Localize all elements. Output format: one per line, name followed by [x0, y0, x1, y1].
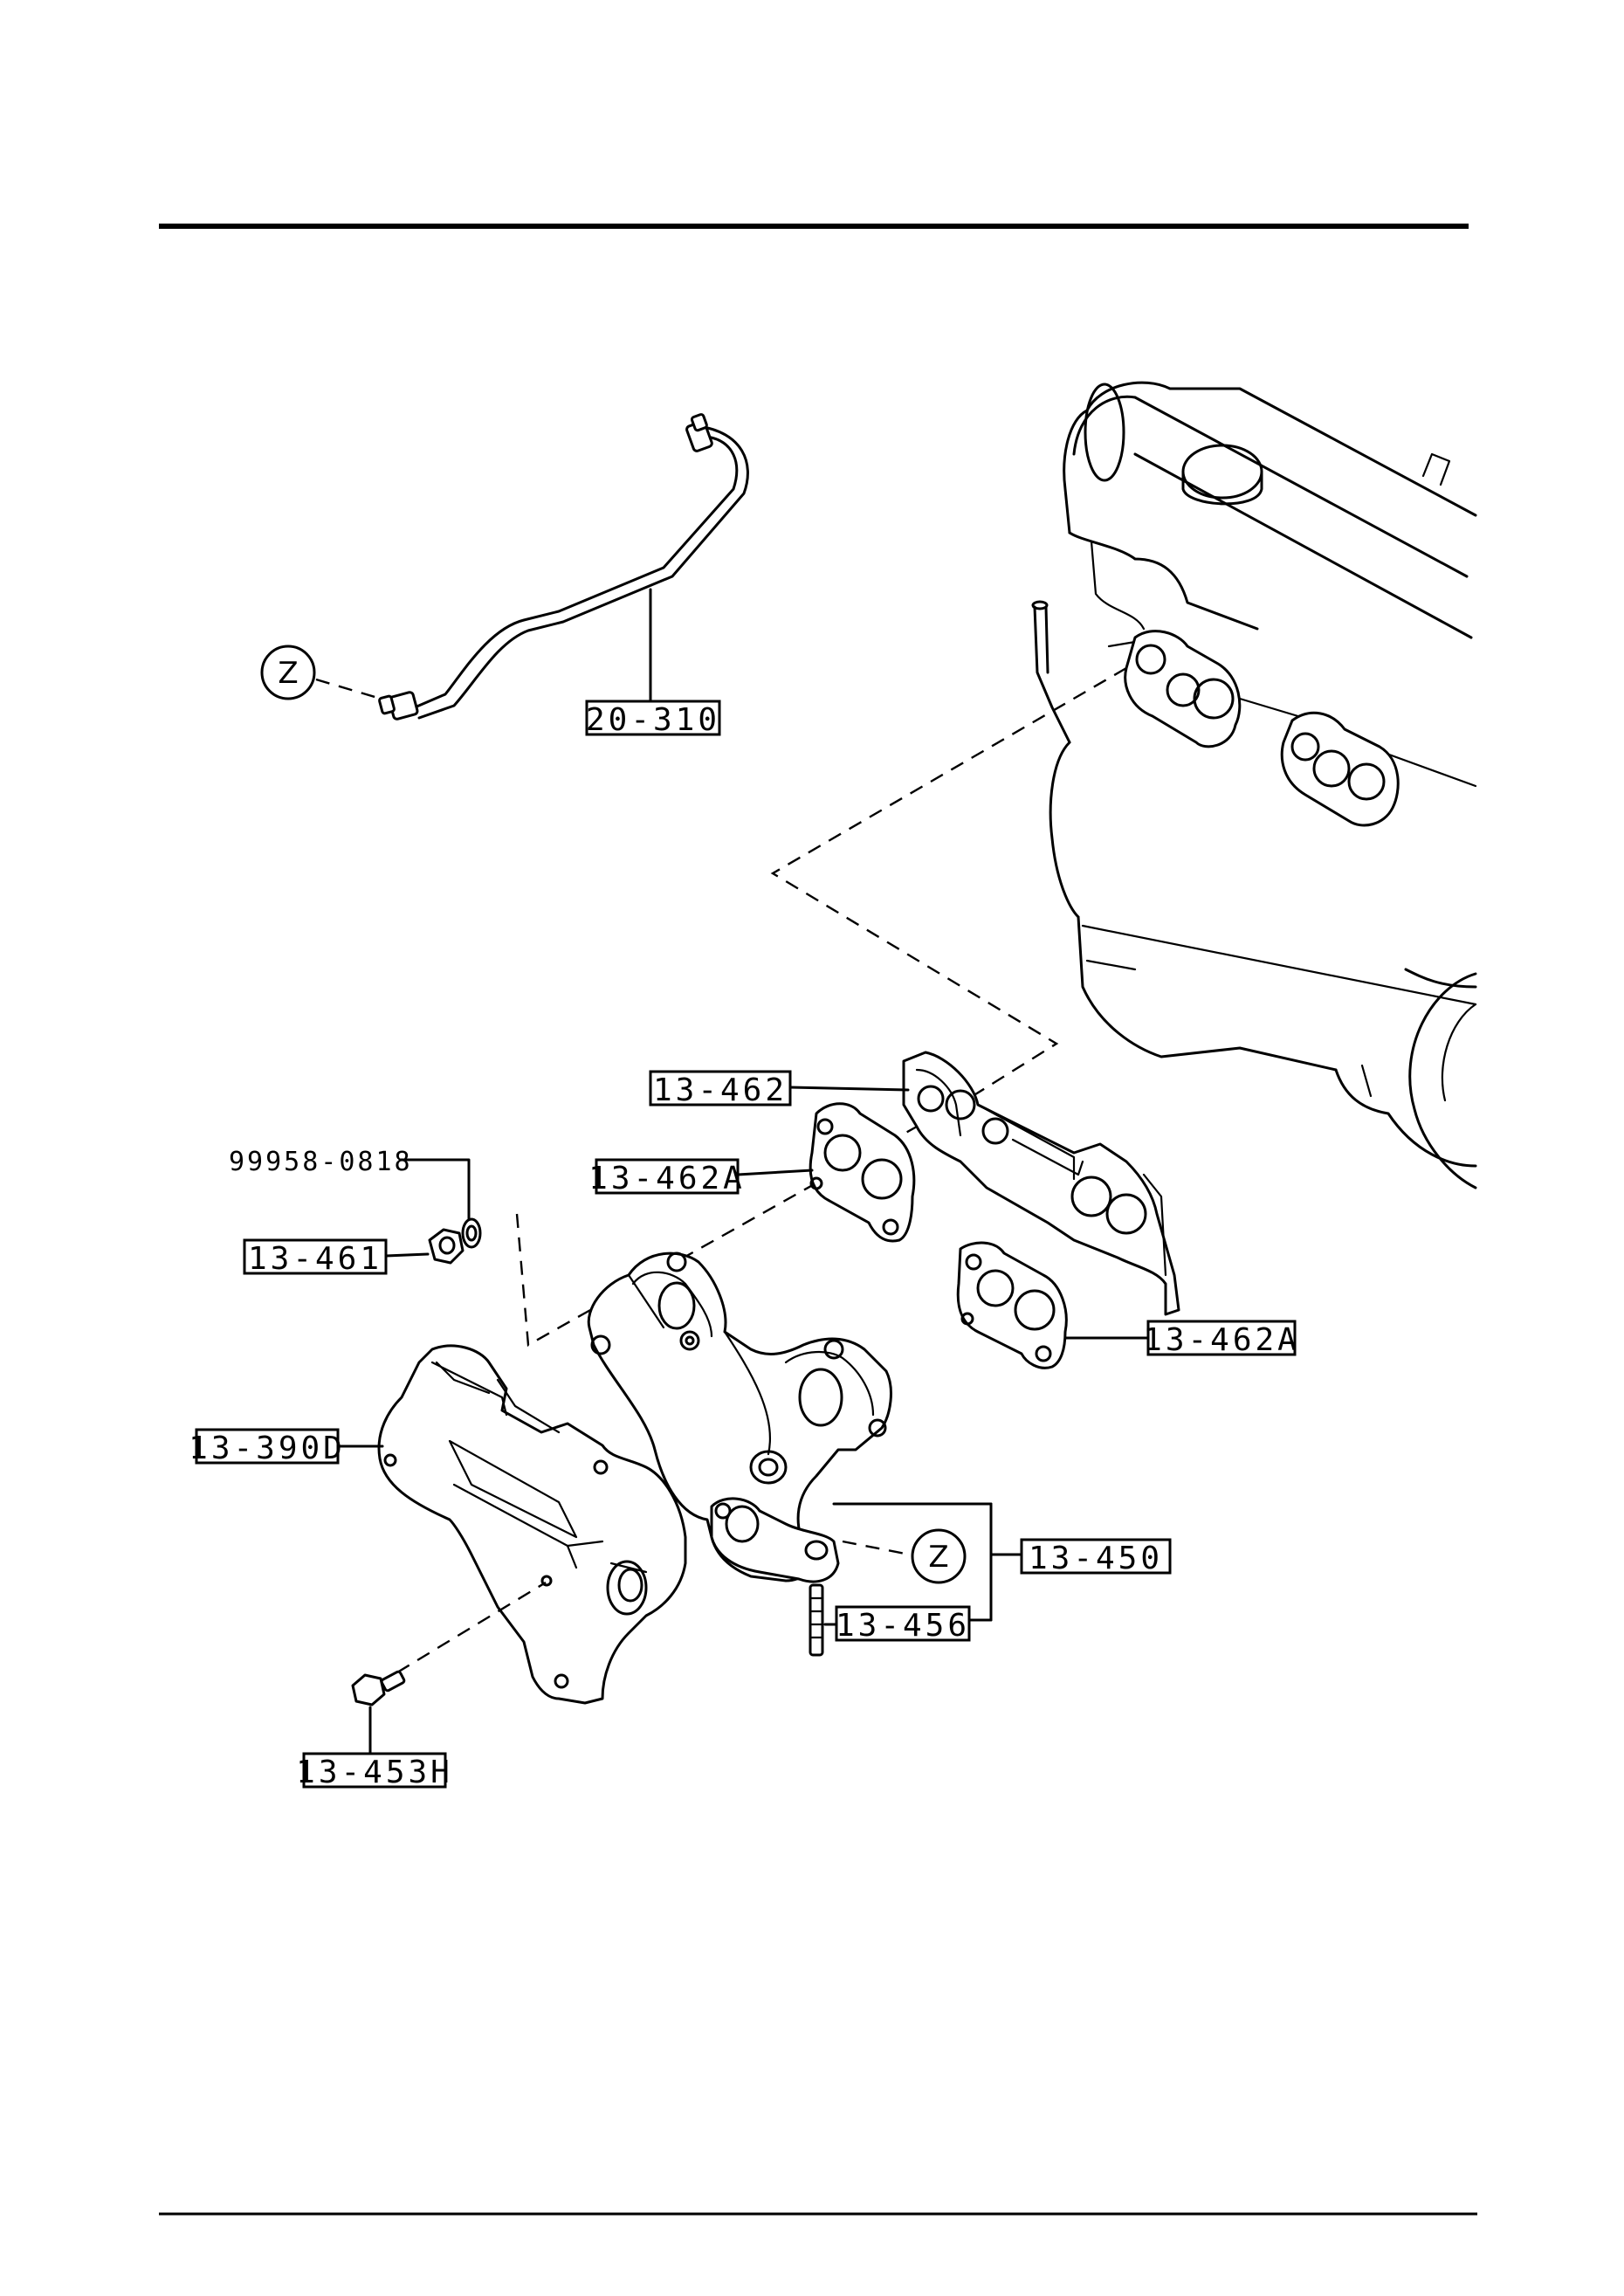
- assembly-path-line: [770, 666, 1127, 1111]
- assembly-path-line-2: [515, 1125, 918, 1347]
- label-20-310: 20-310: [585, 700, 721, 738]
- heat-shield-13-390d: [336, 1344, 687, 1705]
- svg-text:13-450: 13-450: [1029, 1541, 1163, 1576]
- label-13-462a-lower: 13-462A: [1143, 1320, 1300, 1358]
- svg-text:13-462: 13-462: [653, 1072, 788, 1108]
- nut-and-washer: [384, 1158, 482, 1265]
- engine-block: [1031, 381, 1477, 1189]
- label-13-462: 13-462: [649, 1070, 792, 1108]
- exhaust-manifold: [587, 1251, 1041, 1622]
- svg-text:Z: Z: [278, 656, 298, 691]
- gasket-13-462a-lower: [956, 1241, 1150, 1369]
- ref-marker-z-2: Z: [842, 1528, 967, 1584]
- label-13-456: 13-456: [835, 1605, 971, 1644]
- label-13-461: 13-461: [243, 1238, 388, 1277]
- svg-text:13-456: 13-456: [836, 1608, 970, 1644]
- svg-text:13-390D: 13-390D: [189, 1431, 346, 1466]
- heat-shield-upper: [788, 1051, 1180, 1316]
- pipe-20-310: [378, 413, 749, 721]
- svg-text:99958-0818: 99958-0818: [229, 1147, 413, 1177]
- bolt-13-453h: [351, 1581, 547, 1757]
- svg-text:13-461: 13-461: [248, 1241, 382, 1277]
- label-13-453h: 13-453H: [296, 1752, 453, 1790]
- label-99958-0818: 99958-0818: [229, 1147, 413, 1177]
- svg-text:13-462A: 13-462A: [588, 1161, 746, 1196]
- label-13-462a-upper: 13-462A: [588, 1158, 746, 1196]
- svg-text:20-310: 20-310: [586, 702, 720, 738]
- svg-text:13-462A: 13-462A: [1143, 1322, 1300, 1358]
- label-13-450: 13-450: [1020, 1538, 1172, 1576]
- gasket-13-462a-upper: [736, 1102, 916, 1243]
- ref-marker-z-1: Z: [260, 645, 382, 700]
- stud-13-456: [809, 1583, 993, 1657]
- svg-text:Z: Z: [928, 1540, 948, 1575]
- svg-text:13-453H: 13-453H: [296, 1755, 453, 1790]
- label-13-390d: 13-390D: [189, 1428, 346, 1466]
